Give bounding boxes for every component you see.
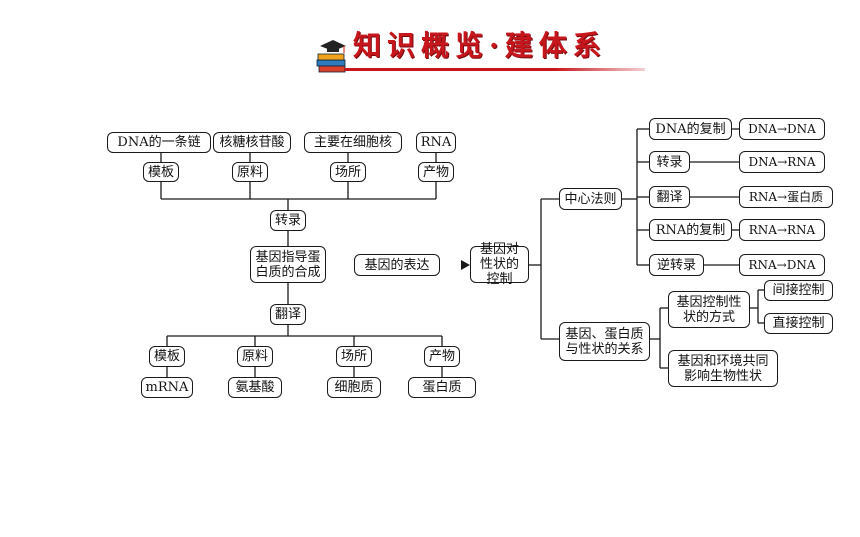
flow-rna-to-rna: RNA→RNA [739, 219, 825, 241]
node-gene-protein-trait-relation: 基因、蛋白质与性状的关系 [559, 322, 650, 361]
node-gene-expression: 基因的表达 [354, 254, 440, 276]
node-rna-replication: RNA的复制 [649, 219, 732, 241]
title-underline [345, 68, 645, 71]
node-rna: RNA [416, 132, 456, 153]
node-protein: 蛋白质 [408, 377, 476, 398]
label-product-2: 产物 [424, 346, 460, 367]
node-cd-translation: 翻译 [649, 186, 690, 208]
label-site: 场所 [330, 162, 366, 182]
title-banner: 知识概览·建体系 [315, 18, 645, 78]
label-material-2: 原料 [237, 346, 273, 367]
node-gene-environment-trait: 基因和环境共同影响生物性状 [668, 350, 778, 387]
node-ribonucleotides: 核糖核苷酸 [213, 132, 291, 153]
flow-dna-to-rna: DNA→RNA [739, 151, 825, 173]
flow-rna-to-dna: RNA→DNA [739, 254, 825, 276]
node-translation: 翻译 [270, 304, 306, 325]
node-mainly-nucleus: 主要在细胞核 [304, 132, 402, 153]
label-product: 产物 [418, 162, 454, 182]
arrow-right-icon [461, 260, 470, 270]
node-direct-control: 直接控制 [764, 313, 833, 334]
flow-dna-to-dna: DNA→DNA [739, 118, 825, 140]
node-dna-replication: DNA的复制 [649, 118, 732, 140]
label-material: 原料 [232, 162, 268, 182]
label-template-2: 模板 [149, 346, 185, 367]
node-cd-transcription: 转录 [649, 151, 690, 173]
node-central-dogma: 中心法则 [559, 188, 622, 210]
node-gene-guides-protein-synthesis: 基因指导蛋白质的合成 [250, 246, 326, 283]
node-reverse-transcription: 逆转录 [649, 254, 704, 276]
node-transcription: 转录 [270, 210, 306, 231]
node-mrna: mRNA [141, 377, 193, 398]
node-gene-control-modes: 基因控制性状的方式 [668, 291, 750, 328]
label-template: 模板 [143, 162, 179, 182]
node-cytoplasm: 细胞质 [327, 377, 381, 398]
label-site-2: 场所 [336, 346, 372, 367]
books-cap-icon [316, 40, 346, 73]
node-amino-acid: 氨基酸 [228, 377, 282, 398]
flow-rna-to-protein: RNA→蛋白质 [739, 186, 833, 208]
page-title: 知识概览·建体系 [353, 29, 607, 62]
node-dna-strand: DNA的一条链 [107, 132, 211, 153]
node-indirect-control: 间接控制 [764, 280, 833, 301]
node-gene-controls-trait: 基因对性状的控制 [470, 242, 529, 287]
